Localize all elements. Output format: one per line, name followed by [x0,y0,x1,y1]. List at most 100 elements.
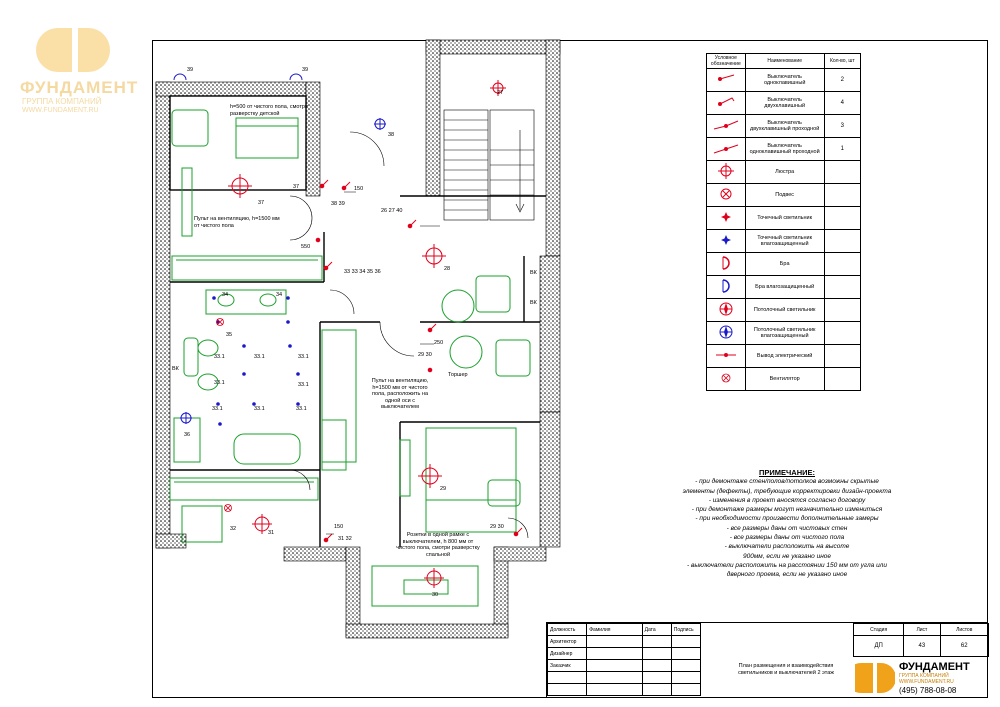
furniture [169,109,531,607]
tag-37b: 37 [293,184,300,190]
role-customer: Заказчик [546,659,588,672]
tag-39a: 39 [187,67,194,73]
switch-icons [315,179,523,543]
company-site: WWW.FUNDAMENT.RU [22,107,99,114]
tag-331-3: 33.1 [298,354,309,360]
legend-header-name: Наименование [744,53,825,69]
title-block: Должность Фамилия Дата Подпись Архитекто… [546,622,989,699]
legend-row: Выключатель одноклавишный проходной 1 [706,137,862,161]
tag-331-1: 33.1 [214,354,225,360]
tag-2930: 29 30 [418,352,432,358]
legend-row: Подвес [706,183,862,207]
col-date: Дата [641,623,672,636]
sheets-header: Листов [939,623,989,636]
tag-33s: 33 33 34 35 36 [344,269,381,275]
fan-icons [216,318,232,512]
waterproof-spotlight-icons [212,296,300,426]
tag-38: 38 [388,132,395,138]
electrical-outlet-icon [715,353,736,357]
tag-331-4: 33.1 [214,380,225,386]
legend-row: Люстра [706,160,862,184]
stamp-company-site: WWW.FUNDAMENT.RU [899,679,954,685]
tag-35: 35 [226,332,233,338]
notes-title: ПРИМЕЧАНИЕ: [758,468,816,477]
company-name: ФУНДАМЕНТ [20,78,139,97]
tag-3839: 38 39 [331,201,345,207]
tag-27: 27 [497,90,504,96]
company-subtitle: ГРУППА КОМПАНИЙ [22,97,102,106]
interior-walls [169,95,546,547]
legend-row: Выключатель одноклавишный 2 [706,68,862,92]
socket-note: Розетки в одной рамке с выключателем, h … [396,532,480,558]
tag-vk: ВК [172,366,179,372]
stage-value: ДП [852,635,905,657]
tag-29: 29 [440,486,447,492]
col-signature: Подпись [670,623,702,636]
tag-34a: 34 [222,292,229,298]
tag-vk2: ВК [530,270,537,276]
stage-table: Стадия Лист Листов ДП 43 62 [852,623,989,657]
role-architect: Архитектор [546,635,588,648]
sheets-value: 62 [939,635,989,657]
waterproof-sconce-icon [722,279,730,293]
chandelier-icon [717,163,734,179]
ceiling-light-icons [173,73,386,424]
ventilation-note-1: Пульт на вентиляцию, h=1500 мм от чистог… [194,216,280,229]
tag-250: 250 [434,340,444,346]
legend-row: Потолочный светильник [706,298,862,322]
sheet-title: План размещения и взаимодействия светиль… [738,663,834,676]
chandelier-icons [228,80,506,588]
double-passthrough-switch-icon [713,120,739,130]
notes-line: - выключатели расположить на расстоянии … [687,561,887,569]
sheet-header: Лист [903,623,941,636]
company-logo: ФУНДАМЕНТ ГРУППА КОМПАНИЙ WWW.FUNDAMENT.… [20,22,140,122]
col-surname: Фамилия [586,623,643,636]
col-position: Должность [546,623,588,636]
doors [289,131,529,539]
tag-31: 31 [268,530,275,536]
legend-row: Вывод электрический [706,344,862,368]
stage-header: Стадия [852,623,905,636]
waterproof-spotlight-icon [720,235,731,245]
tag-331-5: 33.1 [298,382,309,388]
notes-line: - при демонтаже размеры могут незначител… [691,506,883,514]
stamp-logo: ФУНДАМЕНТ ГРУППА КОМПАНИЙ WWW.FUNDAMENT.… [853,659,989,699]
notes-block: ПРИМЕЧАНИЕ: - при демонтаже стен/полов/п… [662,468,912,580]
spotlight-icon [720,212,731,222]
notes-line: - при необходимости произвести дополните… [695,515,879,523]
notes-line: - все размеры даны от чистого пола [729,534,845,542]
torsher-label: Торшер [448,372,468,378]
notes-line: элементы (дефекты), требующие корректиро… [682,487,892,495]
tag-550: 550 [301,244,311,250]
double-switch-icon [717,97,735,106]
legend-header-qty: Кол-во, шт [823,53,862,69]
tag-36: 36 [184,432,191,438]
notes-line: 900мм, если не указано иное [742,552,832,560]
legend-table: Условное обозначение Наименование Кол-во… [706,53,862,391]
tag-331-2: 33.1 [254,354,265,360]
legend-row: Выключатель двухклавишный проходной 3 [706,114,862,138]
notes-line: - выключатели расположить на высоте [724,543,850,551]
pendant-icon [720,188,732,200]
tag-39b: 39 [302,67,309,73]
tag-150b: 150 [334,524,344,530]
tag-37a: 37 [258,200,265,206]
single-passthrough-switch-icon [713,144,739,154]
legend-row: Бра [706,252,862,276]
ceiling-light-icon [719,302,733,316]
tag-28: 28 [444,266,451,272]
sheet-value: 43 [903,635,941,657]
tag-331-7: 33.1 [254,406,265,412]
stamp-company-name: ФУНДАМЕНТ [899,661,970,673]
tag-331-8: 33.1 [296,406,307,412]
legend-row: Выключатель двухклавишный 4 [706,91,862,115]
tag-331-6: 33.1 [212,406,223,412]
drawing-frame [152,40,988,698]
tag-vk3: ВК [530,300,537,306]
exterior-walls [155,39,561,639]
tag-32: 32 [230,526,237,532]
legend-row: Бра влагозащищенный [706,275,862,299]
single-switch-icon [717,74,734,81]
notes-line: - все размеры даны от чистовых стен [726,524,848,532]
